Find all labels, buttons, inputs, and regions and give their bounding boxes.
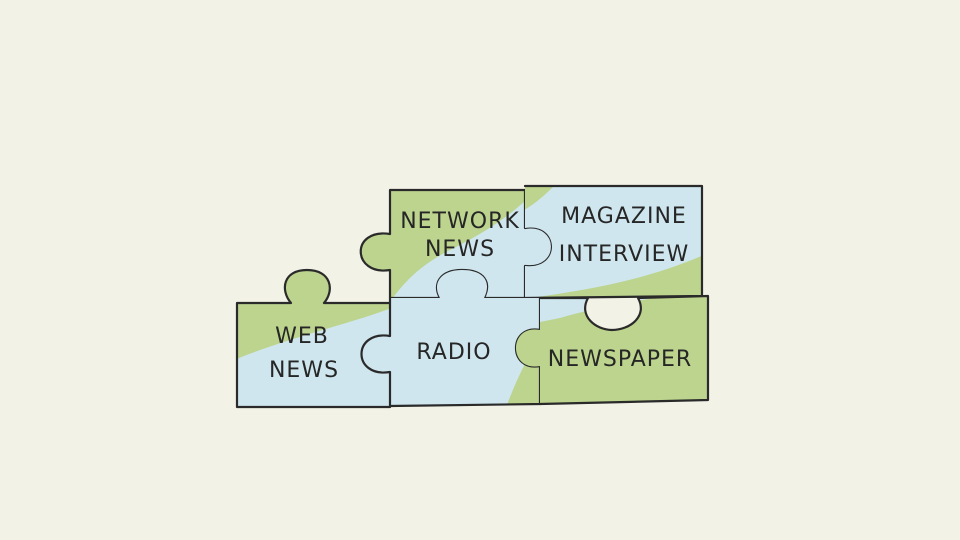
label-web-news-line2: NEWS [269, 358, 339, 383]
label-network-news-line1: NETWORK [400, 209, 520, 234]
label-network-news-line2: NEWS [425, 237, 495, 262]
label-radio: RADIO [416, 340, 491, 365]
puzzle-piece-magazine-interview [523, 184, 704, 300]
label-newspaper: NEWSPAPER [548, 347, 692, 372]
label-magazine-interview-line1: MAGAZINE [561, 204, 687, 229]
label-magazine-interview-line2: INTERVIEW [559, 242, 690, 267]
label-web-news-line1: WEB [275, 324, 329, 349]
puzzle-piece-network-news [359, 188, 553, 300]
